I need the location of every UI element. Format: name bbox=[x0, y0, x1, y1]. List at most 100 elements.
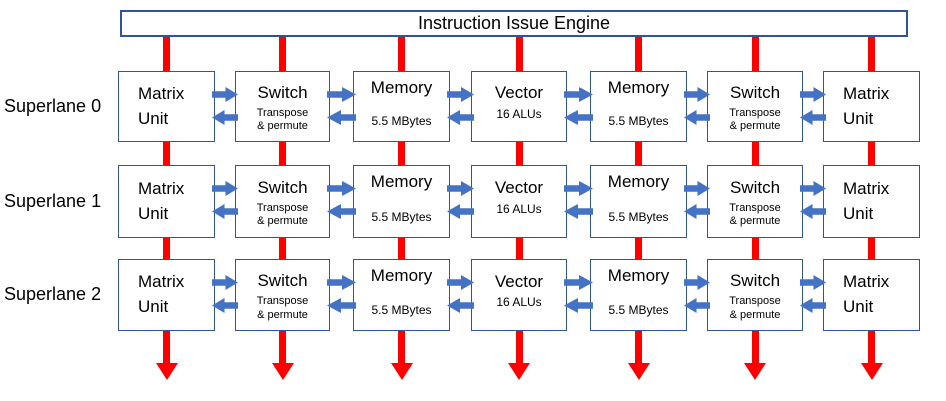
unit-subtitle-line: 16 ALUs bbox=[496, 106, 542, 121]
unit-subtitle-line: 16 ALUs bbox=[496, 295, 542, 310]
flow-arrow-left-icon bbox=[800, 110, 826, 125]
red-bus-arrowhead-icon bbox=[155, 363, 178, 380]
unit-title: Switch bbox=[257, 82, 308, 102]
unit-title: Matrix bbox=[138, 83, 185, 103]
flow-arrow-left-icon bbox=[447, 110, 474, 125]
unit-title-line2: Unit bbox=[843, 297, 874, 316]
unit-title: Matrix bbox=[843, 272, 890, 292]
flow-arrow-right-icon bbox=[327, 87, 356, 102]
flow-arrow-right-icon bbox=[564, 275, 593, 290]
unit-subtitle-line: & permute bbox=[257, 308, 308, 321]
unit-title-line2: Unit bbox=[138, 297, 169, 316]
unit-subtitle: Transpose& permute bbox=[729, 202, 781, 228]
unit-box-vector: Vector 16 ALUs bbox=[471, 259, 567, 331]
flow-arrow-left-icon bbox=[327, 298, 356, 313]
unit-subtitle: 5.5 MBytes bbox=[371, 114, 431, 129]
flow-arrow-left-icon bbox=[212, 298, 238, 313]
red-bus-arrowhead-icon bbox=[627, 363, 650, 380]
red-bus-arrowhead-icon bbox=[744, 363, 766, 380]
instruction-issue-engine-label: Instruction Issue Engine bbox=[417, 13, 611, 33]
flow-arrow-right-icon bbox=[447, 181, 474, 196]
red-bus-arrowhead-icon bbox=[860, 363, 883, 380]
flow-arrow-right-icon bbox=[800, 181, 826, 196]
unit-subtitle: 5.5 MBytes bbox=[608, 210, 668, 225]
unit-title-line2: Unit bbox=[138, 108, 169, 128]
flow-arrow-left-icon bbox=[212, 110, 238, 125]
flow-arrow-left-icon bbox=[564, 298, 593, 313]
flow-arrow-left-icon bbox=[447, 298, 474, 313]
unit-subtitle-line: 5.5 MBytes bbox=[371, 114, 432, 128]
instruction-issue-engine-box: Instruction Issue Engine bbox=[120, 10, 908, 37]
unit-subtitle: 5.5 MBytes bbox=[608, 303, 668, 318]
unit-title: Memory bbox=[370, 266, 433, 285]
flow-arrow-left-icon bbox=[684, 298, 710, 313]
flow-arrow-left-icon bbox=[684, 204, 710, 219]
flow-arrow-right-icon bbox=[327, 275, 356, 290]
unit-subtitle-line: & permute bbox=[729, 308, 781, 321]
unit-title: Vector bbox=[494, 271, 544, 291]
unit-title: Switch bbox=[257, 177, 308, 197]
unit-box-memory: Memory 5.5 MBytes bbox=[353, 71, 450, 142]
unit-subtitle: Transpose& permute bbox=[257, 202, 309, 228]
unit-title-line2: Unit bbox=[843, 203, 874, 223]
flow-arrow-right-icon bbox=[684, 87, 710, 102]
unit-subtitle: Transpose& permute bbox=[257, 107, 309, 133]
flow-arrow-right-icon bbox=[564, 181, 593, 196]
red-bus-arrowhead-icon bbox=[508, 363, 530, 380]
flow-arrow-right-icon bbox=[684, 181, 710, 196]
unit-title-line2: Unit bbox=[843, 108, 874, 128]
unit-title-line2: Unit bbox=[138, 203, 169, 223]
flow-arrow-left-icon bbox=[327, 110, 356, 125]
flow-arrow-right-icon bbox=[800, 87, 826, 102]
flow-arrow-right-icon bbox=[212, 87, 238, 102]
unit-title: Switch bbox=[257, 271, 308, 291]
unit-subtitle-line: Transpose bbox=[729, 295, 781, 308]
unit-subtitle-line: 5.5 MBytes bbox=[608, 210, 669, 224]
unit-title: Matrix bbox=[138, 178, 185, 198]
flow-arrow-left-icon bbox=[800, 298, 826, 313]
unit-subtitle-line: 5.5 MBytes bbox=[608, 114, 669, 128]
unit-subtitle-line: & permute bbox=[257, 120, 308, 133]
unit-subtitle: Transpose& permute bbox=[729, 295, 781, 321]
unit-title: Switch bbox=[729, 177, 781, 197]
flow-arrow-left-icon bbox=[327, 204, 356, 219]
unit-title: Memory bbox=[370, 78, 433, 97]
red-bus-arrowhead-icon bbox=[271, 363, 294, 380]
flow-arrow-right-icon bbox=[327, 181, 356, 196]
flow-arrow-right-icon bbox=[684, 275, 710, 290]
red-bus-arrowhead-icon bbox=[390, 363, 413, 380]
flow-arrow-right-icon bbox=[447, 275, 474, 290]
flow-arrow-left-icon bbox=[684, 110, 710, 125]
unit-subtitle: 16 ALUs bbox=[496, 295, 541, 310]
unit-subtitle: Transpose& permute bbox=[257, 295, 309, 321]
unit-subtitle-line: & permute bbox=[729, 215, 781, 228]
flow-arrow-right-icon bbox=[564, 87, 593, 102]
unit-subtitle-line: Transpose bbox=[729, 201, 781, 214]
unit-subtitle-line: 5.5 MBytes bbox=[371, 210, 432, 224]
flow-arrow-left-icon bbox=[564, 204, 593, 219]
flow-arrow-right-icon bbox=[800, 275, 826, 290]
unit-title: Switch bbox=[729, 82, 781, 102]
unit-subtitle-line: & permute bbox=[729, 120, 781, 133]
flow-arrow-right-icon bbox=[212, 275, 238, 290]
unit-title: Matrix bbox=[843, 178, 890, 198]
superlane-label: Superlane 1 bbox=[4, 190, 102, 211]
unit-subtitle-line: Transpose bbox=[256, 201, 309, 214]
unit-subtitle: Transpose& permute bbox=[729, 107, 781, 133]
flow-arrow-right-icon bbox=[212, 181, 238, 196]
flow-arrow-left-icon bbox=[447, 204, 474, 219]
unit-subtitle-line: 16 ALUs bbox=[496, 201, 542, 216]
